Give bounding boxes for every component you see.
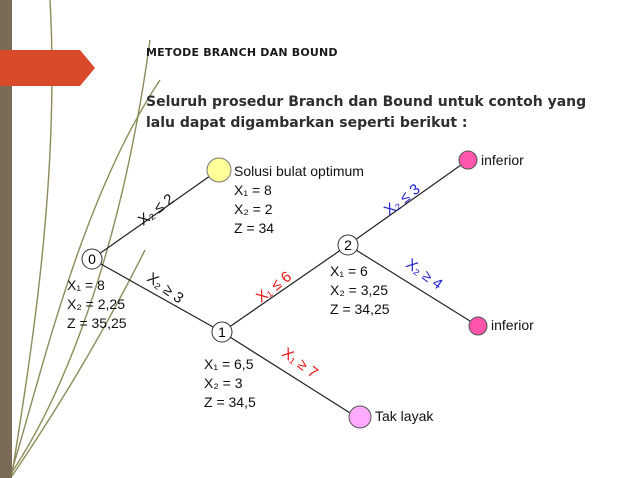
root-z: Z = 35,25	[67, 315, 127, 331]
edge-label-root-n1: X₂ ≥ 3	[144, 269, 187, 307]
optimum-title: Solusi bulat optimum	[234, 163, 364, 179]
edge-root-optimum	[91, 170, 218, 260]
node-root-label: 0	[88, 251, 96, 267]
root-x2: X₂ = 2,25	[67, 296, 125, 312]
edge-label-n2-inferior-bottom: X₂ ≥ 4	[403, 255, 446, 293]
node-tak-layak	[348, 405, 372, 429]
optimum-x2: X₂ = 2	[234, 201, 273, 217]
edge-n1-n2	[221, 244, 349, 333]
intro-text: Seluruh prosedur Branch dan Bound untuk …	[146, 92, 606, 134]
red-arrow-banner	[0, 50, 95, 86]
node-2	[337, 234, 359, 256]
root-values: X₁ = 8 X₂ = 2,25 Z = 35,25	[67, 276, 127, 333]
edge-label-n1-tak-layak: X₁ ≥ 7	[279, 344, 321, 381]
edge-label-n1-n2: X₁ ≤ 6	[253, 268, 295, 306]
slide-header: METODE BRANCH DAN BOUND	[146, 46, 338, 59]
intro-line-2: lalu dapat digambarkan seperti berikut :	[146, 115, 468, 131]
optimum-x1: X₁ = 8	[234, 182, 272, 198]
edge-label-root-optimum: X₂ ≤ 2	[135, 191, 178, 229]
tak-layak-label: Tak layak	[375, 408, 434, 424]
edge-label-n2-inferior-top: X₂ ≤ 3	[381, 181, 424, 219]
node-2-z: Z = 34,25	[330, 301, 390, 317]
left-accent-bar	[0, 0, 12, 478]
node-2-values: X₁ = 6 X₂ = 3,25 Z = 34,25	[330, 262, 390, 319]
node-2-x1: X₁ = 6	[330, 263, 368, 279]
edge-n2-inferior-top	[347, 159, 469, 246]
node-1-values: X₁ = 6,5 X₂ = 3 Z = 34,5	[204, 355, 256, 412]
tree-edges	[91, 159, 479, 419]
optimum-solution-block: Solusi bulat optimum X₁ = 8 X₂ = 2 Z = 3…	[234, 162, 364, 238]
node-1-z: Z = 34,5	[204, 394, 256, 410]
node-1	[211, 321, 233, 343]
node-root	[81, 248, 103, 270]
node-2-x2: X₂ = 3,25	[330, 282, 388, 298]
root-x1: X₁ = 8	[67, 277, 105, 293]
node-1-x2: X₂ = 3	[204, 375, 243, 391]
node-inferior-bottom	[468, 316, 488, 336]
intro-line-1: Seluruh prosedur Branch dan Bound untuk …	[146, 94, 587, 110]
inferior-top-label: inferior	[481, 152, 524, 168]
optimum-z: Z = 34	[234, 220, 275, 236]
edge-n1-tak-layak	[221, 331, 359, 419]
edge-root-n1	[91, 258, 223, 333]
node-1-label: 1	[218, 324, 226, 340]
node-inferior-top	[458, 150, 478, 170]
node-2-label: 2	[344, 237, 352, 253]
inferior-bottom-label: inferior	[491, 317, 534, 333]
node-1-x1: X₁ = 6,5	[204, 356, 254, 372]
node-optimum	[206, 157, 232, 183]
edge-n2-inferior-bottom	[347, 244, 479, 327]
